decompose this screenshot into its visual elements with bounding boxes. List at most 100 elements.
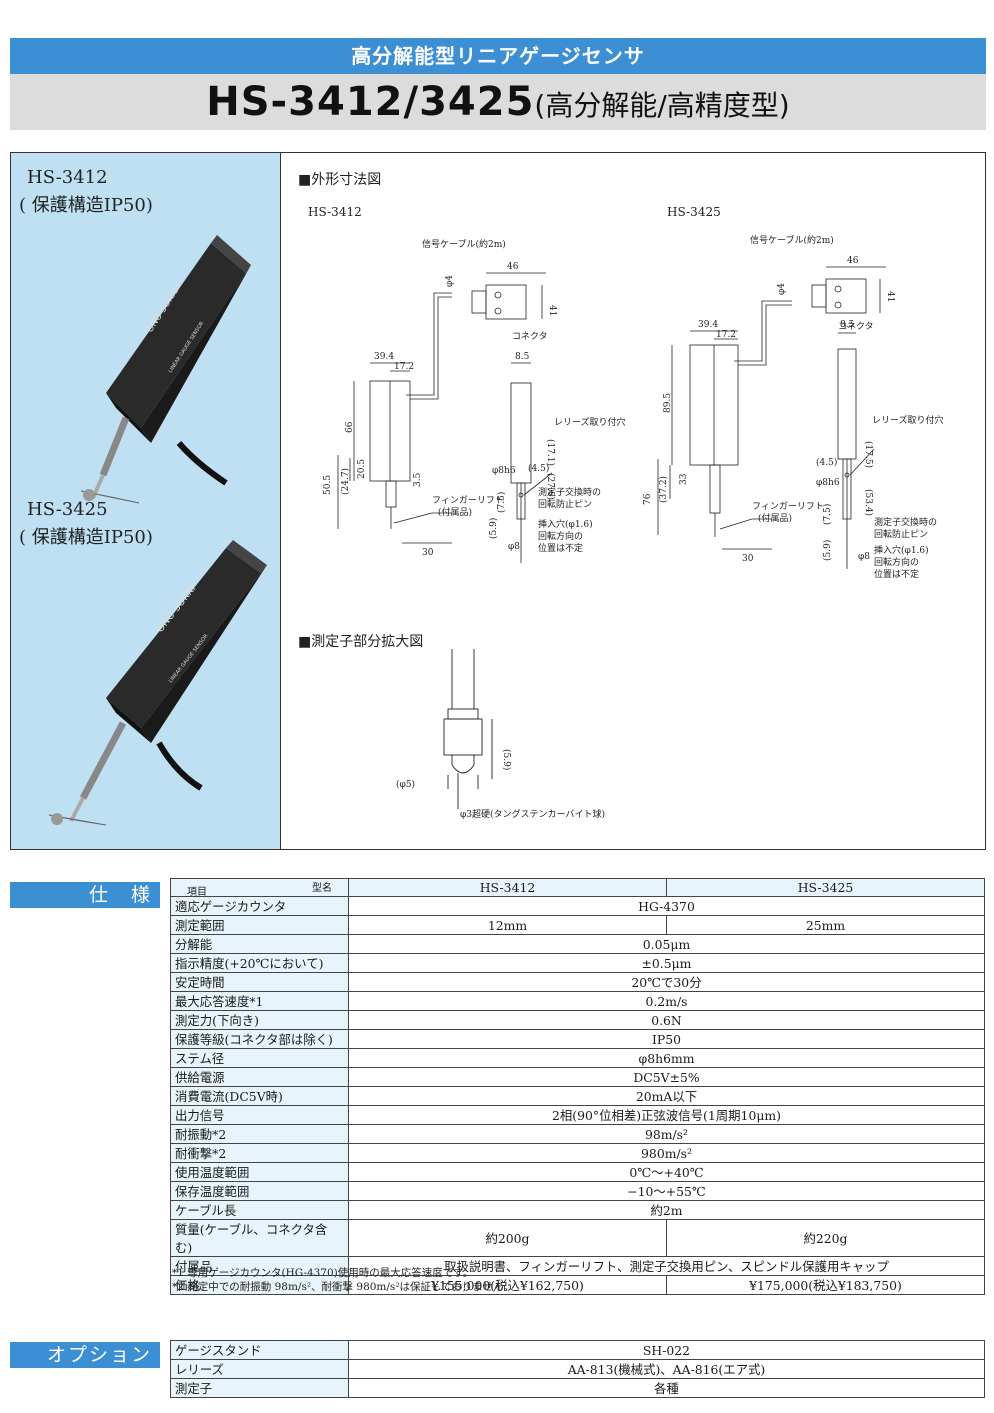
spec-row-name: ステム径	[170, 1048, 349, 1069]
hs3425-dim-534: (53.4)	[863, 489, 874, 516]
spec-row-value: 20℃で30分	[348, 972, 985, 993]
spec-row-value: φ8h6mm	[348, 1048, 985, 1069]
hs3425-insert-note2: 回転方向の	[874, 556, 919, 568]
header-model: HS-3412/3425	[206, 79, 535, 125]
spec-row-name: 出力信号	[170, 1105, 349, 1126]
spec-row-name: 安定時間	[170, 972, 349, 993]
hs3412-dim-85: 8.5	[515, 352, 530, 362]
hs3425-insert-note1: 挿入穴(φ1.6)	[874, 544, 929, 556]
spec-row-value: HG-4370	[348, 896, 985, 917]
hs3425-dim-895: 89.5	[663, 393, 673, 413]
hs3425-dim-59: (5.9)	[822, 540, 833, 561]
option-row-value: SH-022	[348, 1340, 985, 1360]
product-photo-panel: HS-3412 ( 保護構造IP50) ONO SOKKI LINEAR GAU…	[11, 153, 281, 849]
hs3412-insert-note3: 位置は不定	[538, 542, 583, 554]
hs3425-connector-label: コネクタ	[838, 321, 874, 332]
hs3425-dim-30: 30	[742, 554, 754, 564]
drawing-panel: ■外形寸法図 HS-3412 HS-3425	[282, 153, 985, 849]
spec-row-name: 消費電流(DC5V時)	[170, 1086, 349, 1107]
spec-row-value: ±0.5μm	[348, 953, 985, 974]
spec-row-value: 0℃〜+40℃	[348, 1162, 985, 1183]
hs3425-pin-note1: 測定子交換時の	[874, 516, 937, 528]
spec-header-col1: HS-3412	[348, 877, 667, 898]
product-image-hs3412: ONO SOKKI LINEAR GAUGE SENSOR	[80, 235, 251, 504]
hs3425-insert-note3: 位置は不定	[874, 568, 919, 579]
hs3412-finger-lift-acc: (付属品)	[438, 507, 472, 518]
spec-row-value: 0.05μm	[348, 934, 985, 955]
hs3412-dim-41: 41	[547, 305, 557, 316]
spec-row-value: 98m/s²	[348, 1124, 985, 1145]
drawing-section-title: ■外形寸法図	[298, 172, 382, 188]
spec-row-value-v1: ¥155,000(税込¥162,750)	[348, 1275, 667, 1296]
spec-row: 消費電流(DC5V時)20mA以下	[170, 1086, 985, 1107]
model1-protection: ( 保護構造IP50)	[19, 195, 153, 216]
dimension-drawing-hs3425: 信号ケーブル(約2m) 46 41 φ4 コネクタ 39.4 17.2 8.5 …	[643, 234, 944, 579]
hs3425-dim-175: (17.5)	[863, 441, 874, 468]
hs3425-dim-76: 76	[643, 493, 653, 505]
hs3412-pin-note1: 測定子交換時の	[538, 486, 601, 498]
hs3425-dim-46: 46	[847, 256, 859, 266]
spec-row-name: 保存温度範囲	[170, 1181, 349, 1202]
hs3425-dim-41: 41	[885, 291, 895, 302]
product-frame: HS-3412 ( 保護構造IP50) ONO SOKKI LINEAR GAU…	[10, 152, 986, 850]
hs3412-dim-276: (27.6)	[545, 473, 556, 500]
hs3412-dim-phi4: φ4	[445, 275, 455, 287]
hs3412-dim-45: (4.5)	[528, 463, 549, 474]
hs3412-dim-phi8h6: φ8h6	[492, 466, 516, 476]
spec-row-value: DC5V±5%	[348, 1067, 985, 1088]
hs3412-dim-30: 30	[422, 548, 434, 558]
spec-header-corner: 項目 型名	[170, 877, 349, 898]
option-row-value: AA-813(機械式)、AA-816(エア式)	[348, 1359, 985, 1379]
spec-row-value-v1: 約200g	[348, 1219, 667, 1258]
spec-tab: 仕 様	[10, 882, 160, 908]
hs3412-dim-172: 17.2	[394, 362, 414, 372]
spec-row-value-v2: 約220g	[665, 1219, 986, 1258]
model2-name: HS-3425	[27, 499, 108, 520]
spec-row-name: 耐振動*2	[170, 1124, 349, 1145]
hs3412-dim-171: (17.1)	[545, 439, 556, 466]
spec-row-name: 測定力(下向き)	[170, 1010, 349, 1031]
option-row: 測定子各種	[170, 1378, 985, 1398]
header-subtitle: (高分解能/高精度型)	[534, 89, 790, 122]
spec-row-value-v2: 25mm	[665, 915, 986, 936]
spec-row-value: 980m/s²	[348, 1143, 985, 1164]
spec-row-name: 保護等級(コネクタ部は除く)	[170, 1029, 349, 1050]
hs3412-finger-lift: フィンガーリフト	[432, 495, 504, 506]
spec-row: 付属品取扱説明書、フィンガーリフト、測定子交換用ピン、スピンドル保護用キャップ	[170, 1256, 985, 1277]
spec-row-name: 耐衝撃*2	[170, 1143, 349, 1164]
hs3425-cable-label: 信号ケーブル(約2m)	[750, 234, 834, 246]
spec-row-name: 最大応答速度*1	[170, 991, 349, 1012]
spec-row-value: −10〜+55℃	[348, 1181, 985, 1202]
spec-header-item: 項目	[187, 887, 207, 898]
option-row-name: ゲージスタンド	[170, 1340, 349, 1360]
spec-header-col2: HS-3425	[665, 877, 986, 898]
model1-name: HS-3412	[27, 167, 108, 188]
spec-row: 保存温度範囲−10〜+55℃	[170, 1181, 985, 1202]
spec-row-name: 付属品	[170, 1256, 349, 1277]
spec-row-name: ケーブル長	[170, 1200, 349, 1221]
hs3412-cable-label: 信号ケーブル(約2m)	[422, 238, 506, 250]
spec-row-value: 約2m	[348, 1200, 985, 1221]
spec-header-row: 項目 型名 HS-3412 HS-3425	[170, 877, 986, 898]
dimension-drawing-hs3412: 信号ケーブル(約2m) 46 41 φ4 コネクタ 39.4 17.2 8.5 …	[323, 238, 626, 563]
product-image-hs3425: ONO SOKKI LINEAR GAUGE SENSOR	[48, 540, 267, 826]
spec-row: ケーブル長約2m	[170, 1200, 985, 1221]
spec-row-value: IP50	[348, 1029, 985, 1050]
options-tab: オプション	[10, 1342, 160, 1368]
hs3412-dim-66: 66	[345, 421, 355, 433]
spec-row-value-v2: ¥175,000(税込¥183,750)	[665, 1275, 986, 1296]
spec-row-value: 0.6N	[348, 1010, 985, 1031]
spec-row-name: 供給電源	[170, 1067, 349, 1088]
header-title-bar: HS-3412/3425(高分解能/高精度型)	[10, 74, 986, 130]
